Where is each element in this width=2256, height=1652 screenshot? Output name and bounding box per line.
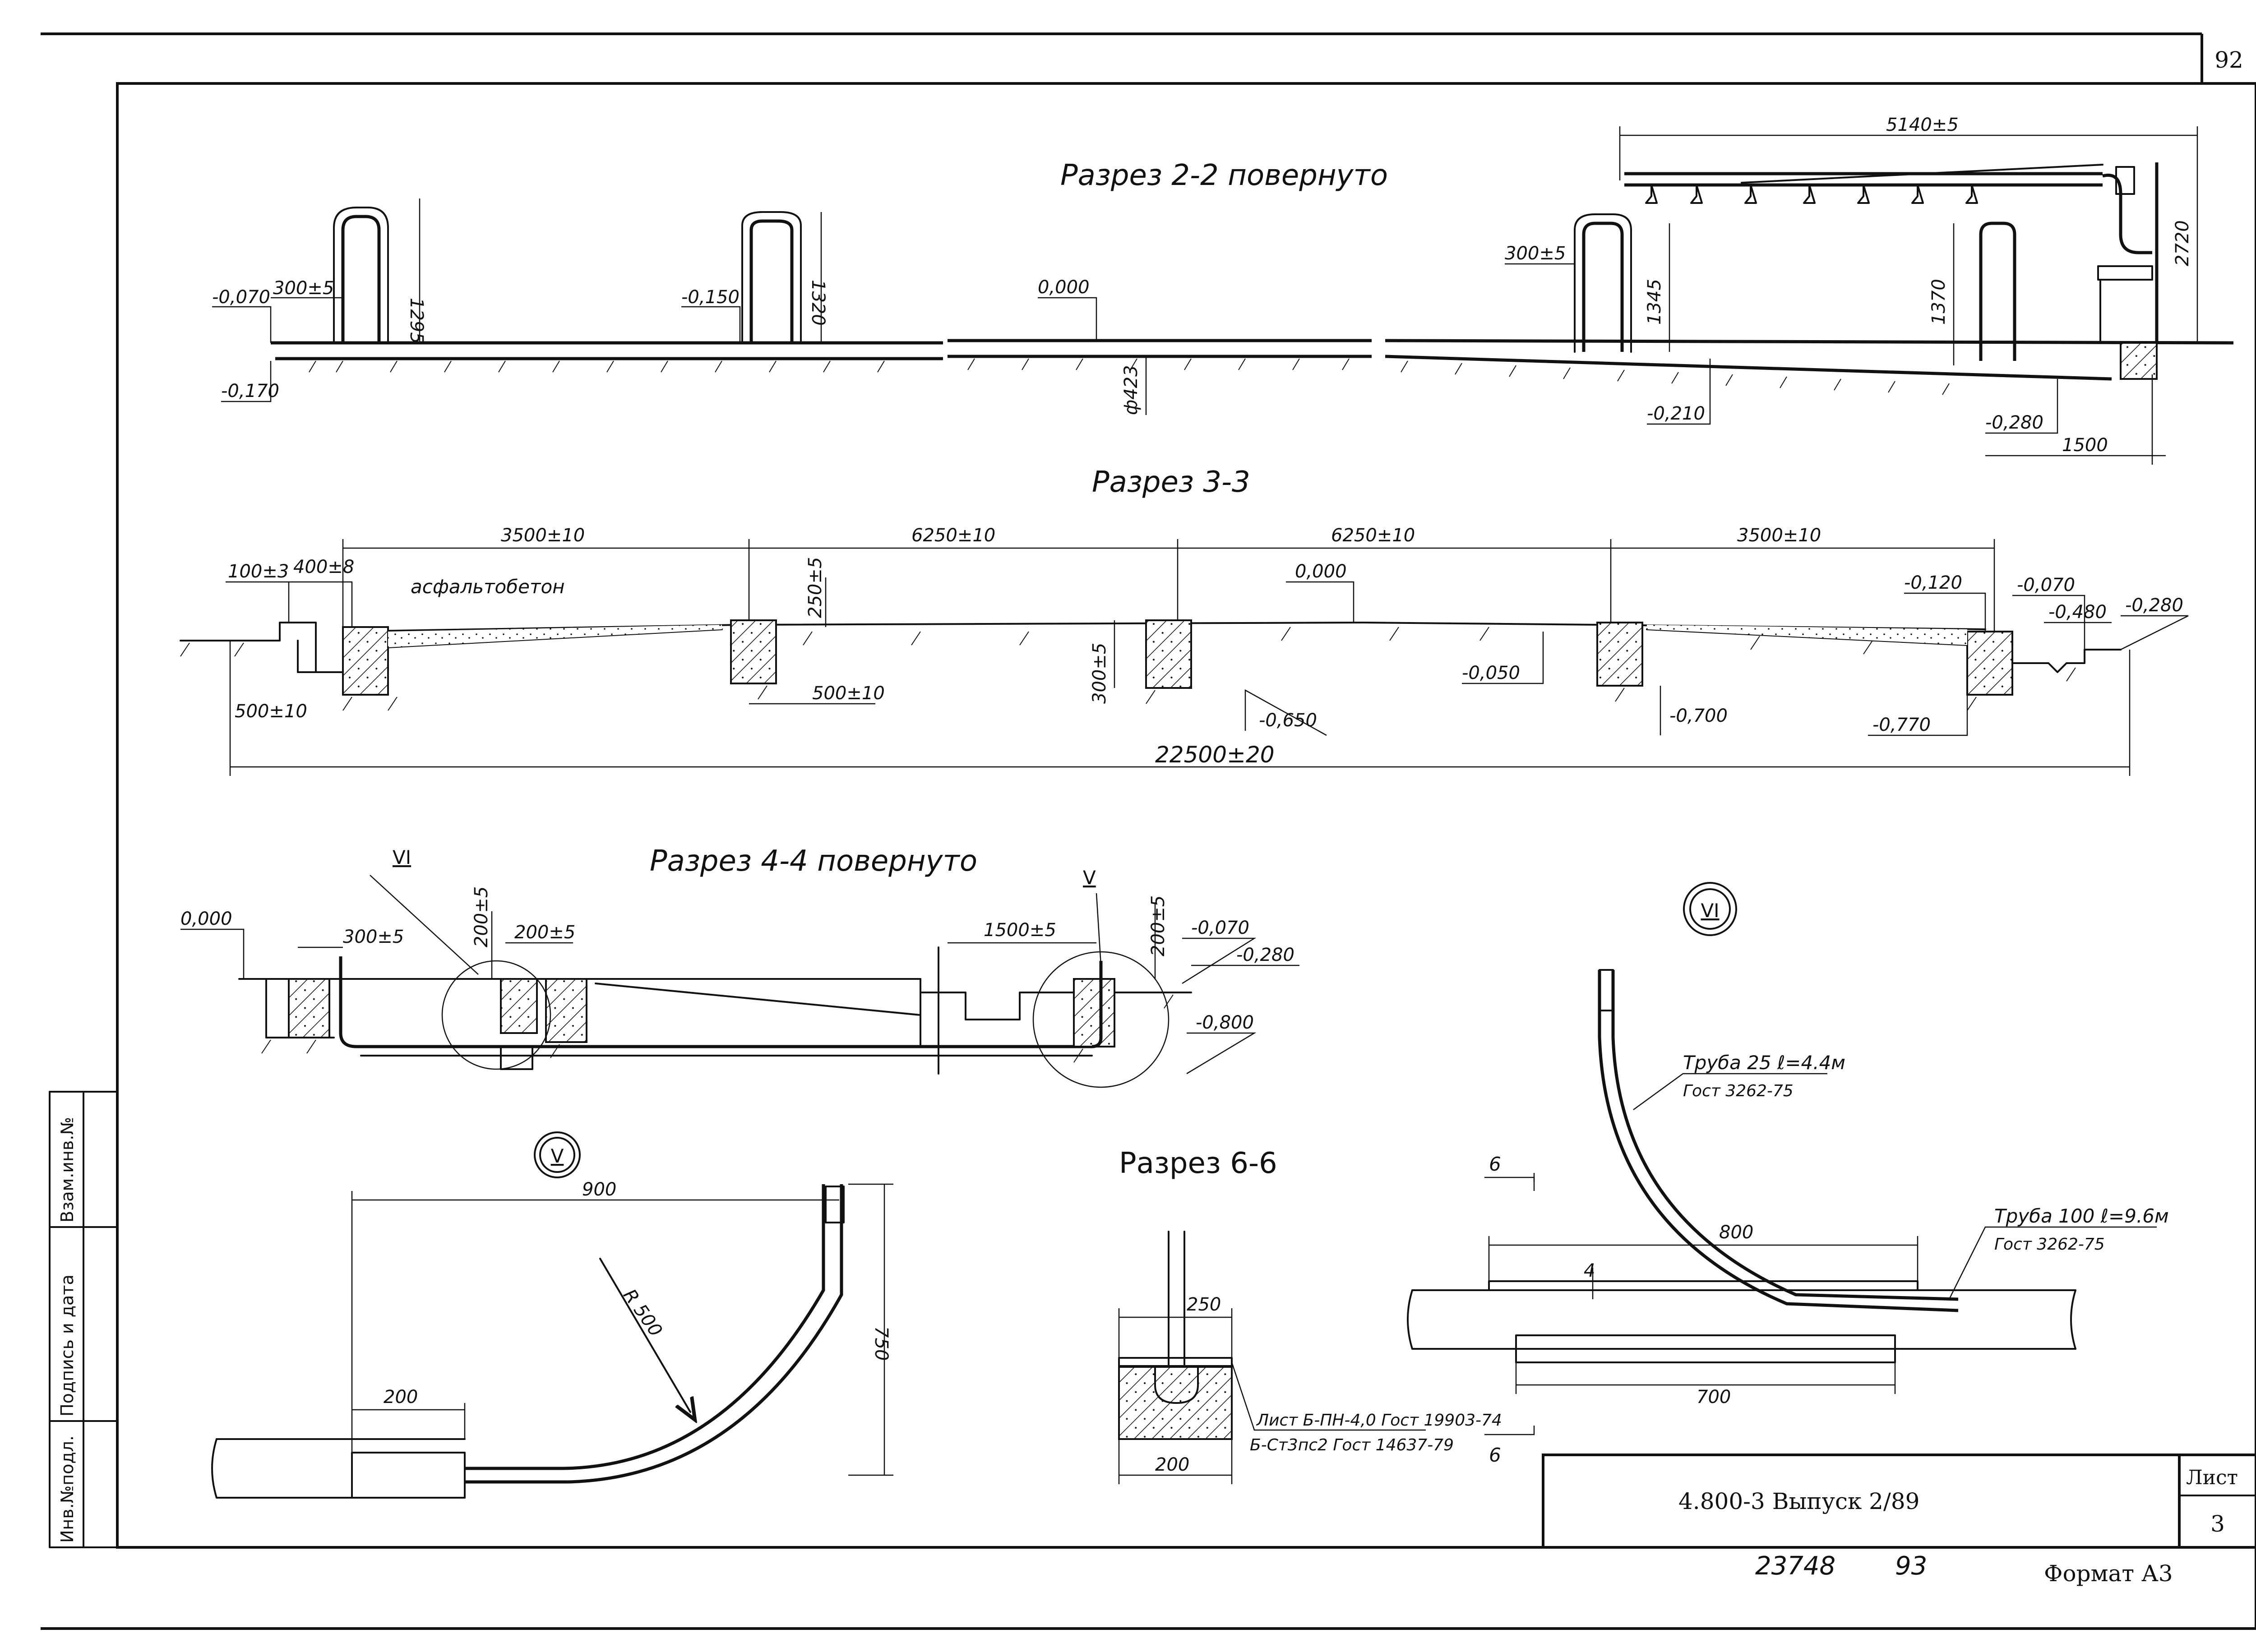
- detail-vi-cut-top: 6: [1489, 1153, 1501, 1175]
- detail-vi-gost-25: Гост 3262-75: [1683, 1082, 1794, 1100]
- detail-vi-pipe-25: Труба 25 ℓ=4.4м: [1683, 1052, 1845, 1074]
- title-block: [1542, 1454, 2256, 1549]
- section-4-4-drawing: [180, 875, 1299, 1088]
- s33-elev-0000: 0,000: [1295, 561, 1347, 582]
- s22-elev-m0210: -0,210: [1647, 403, 1705, 424]
- s66-note-sheet: Лист Б-ПН-4,0 Гост 19903-74: [1256, 1411, 1502, 1430]
- s22-dim-5140: 5140±5: [1886, 115, 1959, 135]
- s22-h-1320: 1320: [808, 280, 828, 326]
- s33-elev-m0650: -0,650: [1259, 710, 1317, 731]
- s44-dim-300: 300±5: [343, 927, 404, 947]
- s22-dim-300-left: 300±5: [273, 278, 334, 299]
- list-label: Лист: [2186, 1466, 2238, 1489]
- s22-h-1345: 1345: [1644, 279, 1665, 325]
- s33-dim-500-left: 500±10: [235, 701, 307, 722]
- section-6-6-drawing: [1118, 1231, 1426, 1484]
- section-6-6-title: Разрез 6-6: [1119, 1147, 1277, 1180]
- s44-dim-1500: 1500±5: [984, 920, 1056, 941]
- s22-elev-m0150: -0,150: [681, 287, 740, 308]
- s44-dim-200b: 200±5: [514, 922, 575, 943]
- s44-elev-m0070: -0,070: [1191, 918, 1249, 938]
- s33-dim-3500-right: 3500±10: [1737, 525, 1821, 546]
- s44-elev-m0800: -0,800: [1196, 1012, 1254, 1033]
- detail-vi-gost-100: Гост 3262-75: [1994, 1235, 2105, 1254]
- detail-v-dim-900: 900: [582, 1179, 616, 1200]
- s44-elev-m0280: -0,280: [1236, 945, 1294, 965]
- side-stamp: [49, 1091, 118, 1548]
- s22-elev-m0070: -0,070: [212, 287, 270, 308]
- side-label-sign: Подпись и дата: [57, 1274, 77, 1417]
- s66-dim-250: 250: [1187, 1294, 1221, 1315]
- s44-callout-v: V: [1083, 867, 1096, 889]
- s66-note-steel: Б-Ст3пс2 Гост 14637-79: [1250, 1436, 1454, 1454]
- detail-vi-callout: VI: [1701, 900, 1719, 922]
- s33-dim-total: 22500±20: [1155, 742, 1275, 768]
- s33-dim-100: 100±3: [228, 561, 289, 582]
- s22-h-2720: 2720: [2172, 220, 2193, 266]
- s33-dim-250: 250±5: [805, 557, 826, 618]
- s33-dim-500-mid: 500±10: [812, 683, 885, 704]
- s22-dia-423: ф423: [1121, 365, 1142, 415]
- list-number: 3: [2210, 1511, 2225, 1537]
- s33-elev-m0770: -0,770: [1872, 715, 1931, 735]
- sheet-format: Формат А3: [2044, 1560, 2173, 1587]
- s22-elev-m0280: -0,280: [1985, 412, 2043, 433]
- detail-vi-dim-4: 4: [1584, 1260, 1595, 1281]
- s22-h-1370: 1370: [1928, 279, 1949, 325]
- s44-dim-200c: 200±5: [1148, 895, 1169, 956]
- s33-dim-6250-right: 6250±10: [1331, 525, 1415, 546]
- s22-elev-m0170: -0,170: [221, 381, 279, 401]
- s33-dim-300: 300±5: [1089, 643, 1110, 704]
- section-2-2-title: Разрез 2-2 повернуто: [1060, 159, 1388, 192]
- s33-elev-m0070: -0,070: [2017, 575, 2075, 595]
- inv-number: 23748: [1755, 1551, 1835, 1581]
- page-number: 92: [2214, 47, 2243, 73]
- bottom-number: 93: [1895, 1551, 1927, 1581]
- s33-elev-m0480: -0,480: [2048, 602, 2107, 623]
- detail-vi-pipe-100: Труба 100 ℓ=9.6м: [1994, 1205, 2169, 1227]
- s22-elev-0000: 0,000: [1038, 277, 1090, 298]
- side-label-inv: Инв.№подл.: [57, 1435, 77, 1543]
- detail-vi-cut-bottom: 6: [1489, 1444, 1501, 1466]
- s33-elev-m0280: -0,280: [2125, 595, 2183, 616]
- detail-v-dim-200: 200: [384, 1387, 418, 1407]
- s33-dim-6250-left: 6250±10: [911, 525, 995, 546]
- s44-dim-200a: 200±5: [471, 886, 492, 947]
- s33-elev-m0050: -0,050: [1462, 663, 1520, 683]
- s66-dim-200: 200: [1155, 1454, 1189, 1475]
- section-3-3-title: Разрез 3-3: [1092, 466, 1250, 499]
- s33-elev-m0120: -0,120: [1904, 572, 1962, 593]
- detail-vi-drawing: [1407, 882, 2157, 1435]
- s44-callout-vi: VI: [393, 846, 411, 868]
- s22-dim-1500: 1500: [2062, 435, 2108, 456]
- s22-h-1295: 1295: [406, 298, 427, 344]
- detail-vi-dim-800: 800: [1719, 1222, 1753, 1243]
- s33-elev-m0700: -0,700: [1669, 706, 1728, 726]
- section-4-4-title: Разрез 4-4 повернуто: [650, 844, 977, 878]
- detail-vi-dim-700: 700: [1697, 1387, 1731, 1407]
- detail-v-callout: V: [551, 1145, 564, 1167]
- detail-v-drawing: [211, 1131, 893, 1499]
- s22-dim-300-right: 300±5: [1505, 243, 1566, 264]
- section-2-2-drawing: [212, 126, 2234, 465]
- s33-dim-400: 400±8: [293, 557, 354, 577]
- doc-code: 4.800-3 Выпуск 2/89: [1678, 1488, 1919, 1514]
- side-label-replace: Взам.инв.№: [57, 1117, 77, 1223]
- s33-dim-3500-left: 3500±10: [501, 525, 585, 546]
- s44-elev-0000: 0,000: [180, 909, 232, 929]
- sheet-frame: [41, 32, 2256, 1630]
- section-3-3-drawing: [180, 539, 2189, 776]
- detail-v-dim-750: 750: [871, 1326, 892, 1361]
- s33-material: асфальтобетон: [411, 576, 565, 598]
